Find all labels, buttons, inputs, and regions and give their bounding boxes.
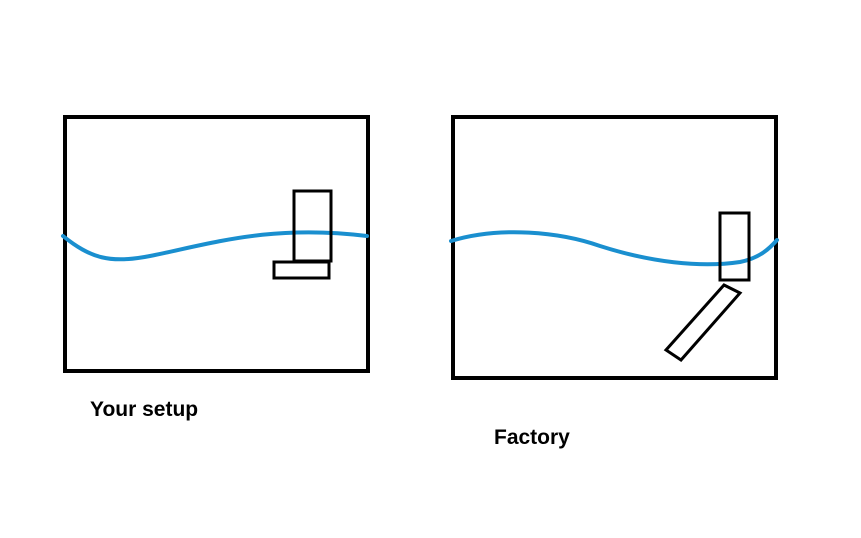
panel-your-setup [61, 115, 370, 373]
caption-your-setup: Your setup [90, 398, 199, 421]
panel-frame [451, 115, 778, 380]
panel-frame [63, 115, 370, 373]
angled-piece [663, 283, 743, 362]
panel-factory [449, 115, 779, 380]
caption-factory: Factory [494, 426, 570, 449]
upright-piece [718, 211, 751, 282]
horizontal-piece [272, 260, 331, 280]
wave-line [449, 230, 779, 267]
upright-piece [292, 189, 333, 263]
wave-line [61, 230, 369, 262]
